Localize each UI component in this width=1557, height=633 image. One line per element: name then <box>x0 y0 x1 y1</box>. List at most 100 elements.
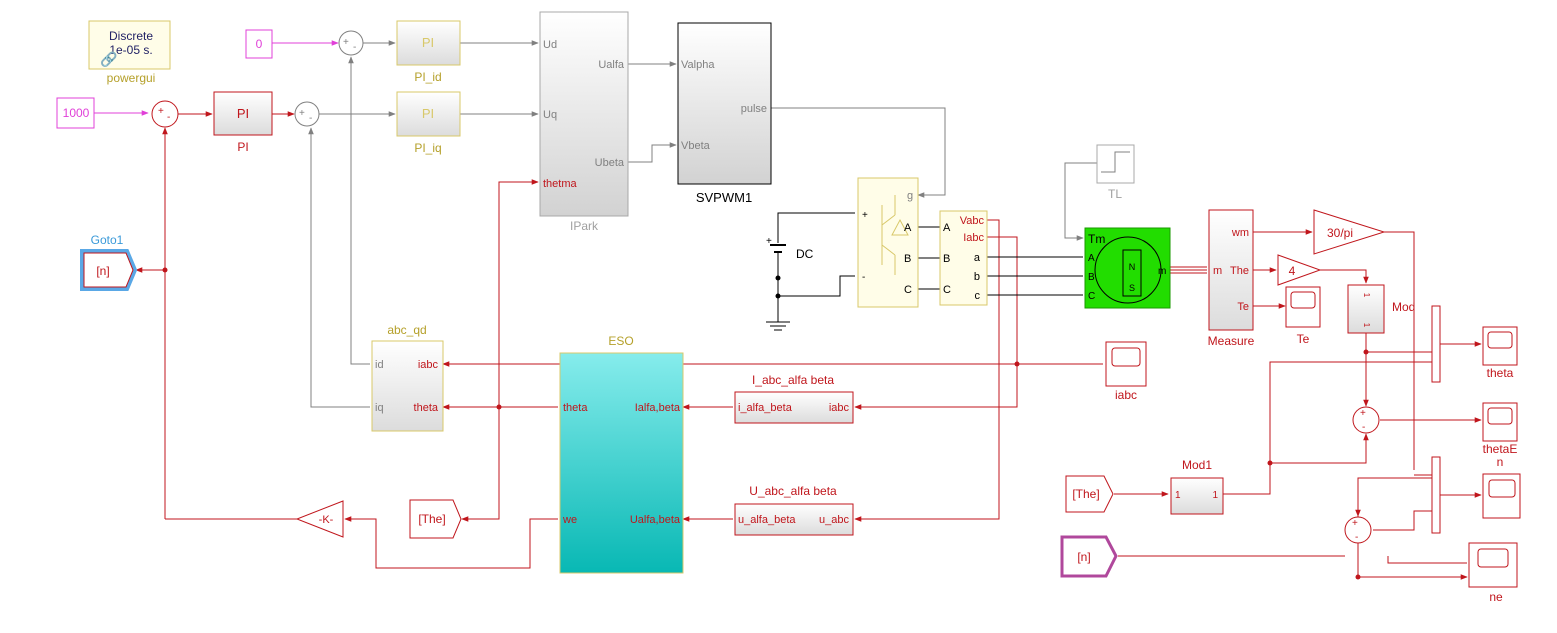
ipark-port-uq: Uq <box>543 109 557 121</box>
i-abc-alfabeta-block[interactable]: i_alfa_beta iabc I_abc_alfa beta <box>734 373 854 424</box>
sum-theta-err-minus: - <box>1362 422 1365 433</box>
mux-ne[interactable] <box>1431 456 1441 534</box>
i-abc-port-out: i_alfa_beta <box>738 402 793 414</box>
inverter-port-b: B <box>904 253 911 265</box>
abc-qd-block[interactable]: id iq iabc theta abc_qd <box>371 323 444 432</box>
pi-id-label: PI_id <box>414 70 441 84</box>
eso-label: ESO <box>608 334 633 348</box>
vi-port-vabc: Vabc <box>960 215 985 227</box>
from-n-tag: [n] <box>1077 550 1090 564</box>
measure-port-te: Te <box>1237 301 1249 313</box>
goto-the-tag: [The] <box>418 512 445 526</box>
ipark-label: IPark <box>570 219 599 233</box>
svpwm-port-pulse: pulse <box>741 103 767 115</box>
from-n-block[interactable]: [n] <box>1060 535 1118 578</box>
mod-block[interactable]: 1 1 Mod <box>1347 284 1415 334</box>
motor-n: N <box>1129 262 1136 272</box>
constant-1000-value: 1000 <box>63 106 90 120</box>
i-abc-port-in: iabc <box>829 402 850 414</box>
mod1-block[interactable]: 1 1 Mod1 <box>1170 458 1224 515</box>
motor-port-b: B <box>1088 272 1095 283</box>
sum-theta-err-plus: + <box>1360 408 1366 419</box>
pmsm-motor-block[interactable]: N S Tm A B C m <box>1084 227 1171 309</box>
sum-speed-plus: + <box>158 106 164 117</box>
measure-label: Measure <box>1208 334 1255 348</box>
mod-label: Mod <box>1392 300 1415 314</box>
goto-the-block[interactable]: [The] <box>409 499 462 539</box>
vi-port-in-c: C <box>943 284 951 296</box>
u-abc-label: U_abc_alfa beta <box>749 484 837 498</box>
mod-port-out: 1 <box>1362 323 1371 328</box>
pi-id-block[interactable]: PI PI_id <box>396 20 461 84</box>
abc-qd-port-theta: theta <box>414 402 439 414</box>
gain-k-value: -K- <box>319 514 334 526</box>
goto1-block[interactable]: [n] Goto1 <box>80 233 138 291</box>
motor-port-a: A <box>1088 253 1095 264</box>
u-abc-port-out: u_alfa_beta <box>738 514 796 526</box>
gain-4-value: 4 <box>1289 264 1296 278</box>
gain-30pi[interactable]: 30/pi <box>1313 209 1386 255</box>
sum-ne-minus: - <box>1355 532 1358 543</box>
scope-theta[interactable]: theta <box>1482 326 1518 380</box>
svpwm-block[interactable]: Valpha Vbeta pulse SVPWM1 <box>677 22 772 205</box>
measure-port-wm: wm <box>1231 227 1249 239</box>
scope-ne[interactable]: ne <box>1468 542 1518 604</box>
constant-zero[interactable]: 0 <box>245 29 273 59</box>
sum-iq-plus: + <box>299 108 305 119</box>
u-abc-alfabeta-block[interactable]: u_alfa_beta u_abc U_abc_alfa beta <box>734 484 854 536</box>
mod1-port-in: 1 <box>1175 490 1181 501</box>
signal-lines <box>93 40 1482 580</box>
pi-iq-block[interactable]: PI PI_iq <box>396 91 461 155</box>
motor-s: S <box>1129 283 1135 293</box>
sum-iq[interactable]: + - <box>294 101 320 127</box>
sum-speed[interactable]: + - <box>151 100 179 128</box>
ipark-block[interactable]: Ud Uq thetma Ualfa Ubeta IPark <box>539 11 629 233</box>
scope-iabc[interactable]: iabc <box>1105 341 1147 402</box>
goto1-label: Goto1 <box>91 233 124 247</box>
eso-block[interactable]: theta we Ialfa,beta Ualfa,beta ESO <box>559 334 684 574</box>
eso-port-theta: theta <box>563 402 588 414</box>
gain-k[interactable]: -K- <box>295 500 344 538</box>
abc-qd-label: abc_qd <box>387 323 426 337</box>
link-icon: 🔗 <box>100 50 118 68</box>
dc-plus: + <box>766 236 772 247</box>
ipark-port-ubeta: Ubeta <box>595 157 625 169</box>
pi-speed-inner: PI <box>237 106 249 121</box>
vi-measurement-block[interactable]: Vabc Iabc A B C a b c <box>939 210 988 306</box>
inverter-port-plus: + <box>862 210 868 221</box>
svpwm-port-vbeta: Vbeta <box>681 140 711 152</box>
sum-ne[interactable]: + - <box>1344 516 1372 544</box>
vi-port-in-b: B <box>943 253 950 265</box>
scope-thetaen[interactable]: thetaE n <box>1482 402 1518 469</box>
inverter-block[interactable]: g + - A B C <box>857 177 919 308</box>
tl-step-block[interactable]: TL <box>1096 144 1135 201</box>
constant-1000[interactable]: 1000 <box>56 97 95 129</box>
eso-port-ualfabeta: Ualfa,beta <box>630 514 681 526</box>
powergui-line2: 1e-05 s. <box>109 43 152 57</box>
mux-theta[interactable] <box>1431 305 1441 383</box>
sum-theta-err[interactable]: + - <box>1352 406 1380 434</box>
scope-ne-mux[interactable] <box>1482 473 1521 519</box>
dc-label: DC <box>796 247 814 261</box>
sum-id[interactable]: + - <box>338 30 364 56</box>
measure-block[interactable]: m wm The Te Measure <box>1208 209 1255 348</box>
powergui-label: powergui <box>107 71 156 85</box>
junction-dots <box>162 267 1369 580</box>
powergui-block[interactable]: Discrete 1e-05 s. 🔗 powergui <box>88 20 171 85</box>
gain-4[interactable]: 4 <box>1277 254 1322 286</box>
ipark-port-ud: Ud <box>543 39 557 51</box>
inverter-port-g: g <box>907 190 913 202</box>
pi-speed-block[interactable]: PI PI <box>213 91 273 154</box>
dc-source[interactable]: + DC <box>766 236 814 331</box>
gain-30pi-value: 30/pi <box>1327 226 1353 240</box>
mod1-port-out: 1 <box>1212 490 1218 501</box>
svpwm-label: SVPWM1 <box>696 190 752 205</box>
constant-zero-value: 0 <box>256 37 263 51</box>
abc-qd-port-id: id <box>375 359 384 371</box>
ipark-port-ualfa: Ualfa <box>598 59 625 71</box>
pi-speed-label: PI <box>237 140 248 154</box>
mod1-label: Mod1 <box>1182 458 1212 472</box>
scope-te[interactable]: Te <box>1285 286 1321 346</box>
pi-id-inner: PI <box>422 35 434 50</box>
from-the-block[interactable]: [The] <box>1065 475 1114 513</box>
